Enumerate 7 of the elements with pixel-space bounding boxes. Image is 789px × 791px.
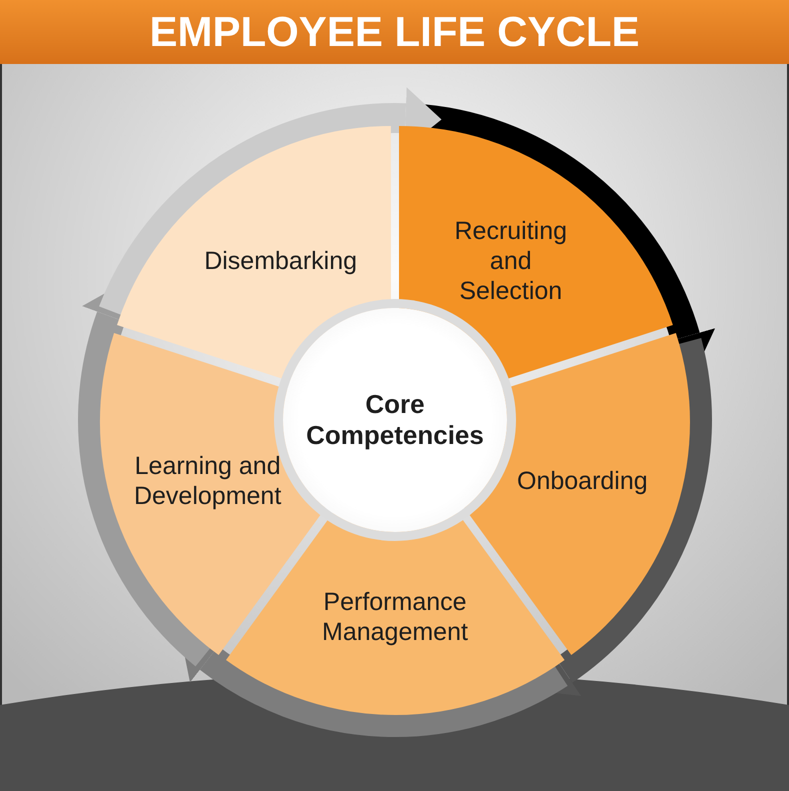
stage-label: Learning and Development [132,450,282,511]
title: EMPLOYEE LIFE CYCLE [149,8,640,56]
center-label: Core Competencies [305,388,485,452]
stage-label: Recruiting and Selection [454,216,568,306]
stage-label: Disembarking [204,246,354,276]
stage-label: Performance Management [321,587,469,647]
stage-label: Onboarding [516,466,649,496]
